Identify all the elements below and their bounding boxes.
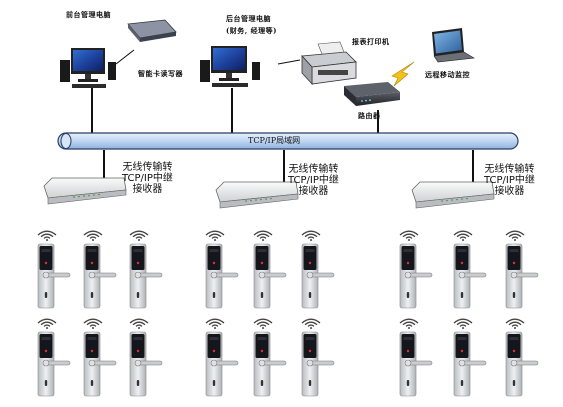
door-lock-icon	[301, 230, 335, 309]
door-lock-icon	[399, 318, 433, 397]
laptop-icon	[432, 28, 475, 63]
cable-printer	[277, 59, 301, 65]
receiver-label-line1: 无线传输转	[484, 164, 535, 175]
receiver-right-label: 无线传输转 TCP/IP中继 接收器	[484, 164, 535, 197]
backend-pc-icon	[200, 46, 260, 87]
receiver-label-line3: 接收器	[494, 186, 525, 197]
door-lock-icon	[37, 318, 71, 397]
door-lock-icon	[205, 318, 239, 397]
door-lock-icon	[253, 230, 287, 309]
door-lock-icon	[399, 230, 433, 309]
door-lock-icon	[205, 230, 239, 309]
backend-pc-label-line1: 后台管理电脑	[226, 14, 271, 23]
receiver-device-group-right	[411, 181, 495, 209]
remote-monitor-label: 远程移动监控	[425, 70, 470, 79]
printer-icon	[301, 41, 357, 86]
receiver-label-line3: 接收器	[298, 186, 329, 197]
door-lock-icon	[83, 230, 117, 309]
tcp-ip-bus	[57, 132, 519, 150]
receiver-device-group-center	[215, 181, 299, 209]
receiver-label-line3: 接收器	[132, 184, 163, 195]
door-lock-icon	[129, 318, 163, 397]
receiver-left-label: 无线传输转 TCP/IP中继 接收器	[122, 162, 173, 195]
front-desk-pc-icon	[60, 48, 116, 88]
front-desk-pc-label: 前台管理电脑	[66, 10, 111, 19]
printer-label: 报表打印机	[352, 37, 390, 46]
receiver-label-line1: 无线传输转	[288, 164, 339, 175]
receiver-device-group-left	[43, 177, 127, 205]
door-lock-icon	[37, 230, 71, 309]
network-cables	[91, 49, 474, 182]
router-label: 路由器	[358, 111, 381, 120]
door-lock-icon	[505, 230, 539, 309]
card-reader-icon	[127, 19, 177, 42]
backend-pc-label-line2: (财务, 经理等)	[226, 26, 277, 35]
door-lock-icon	[301, 318, 335, 397]
door-lock-icon	[129, 230, 163, 309]
door-lock-icon	[253, 318, 287, 397]
door-lock-icon	[453, 230, 487, 309]
receiver-center-label: 无线传输转 TCP/IP中继 接收器	[288, 164, 339, 197]
router-icon	[344, 82, 400, 106]
door-lock-icon	[505, 318, 539, 397]
receiver-label-line1: 无线传输转	[122, 162, 173, 173]
door-lock-icon	[453, 318, 487, 397]
wireless-link-icon	[391, 61, 415, 87]
tcp-ip-bus-label: TCP/IP局域网	[248, 136, 301, 145]
receiver-label-line2: TCP/IP中继	[288, 175, 339, 186]
receiver-label-line2: TCP/IP中继	[484, 175, 535, 186]
door-lock-icon	[83, 318, 117, 397]
receiver-label-line2: TCP/IP中继	[122, 173, 173, 184]
card-reader-label: 智能卡读写器	[138, 69, 183, 78]
cable-reader	[115, 49, 135, 65]
